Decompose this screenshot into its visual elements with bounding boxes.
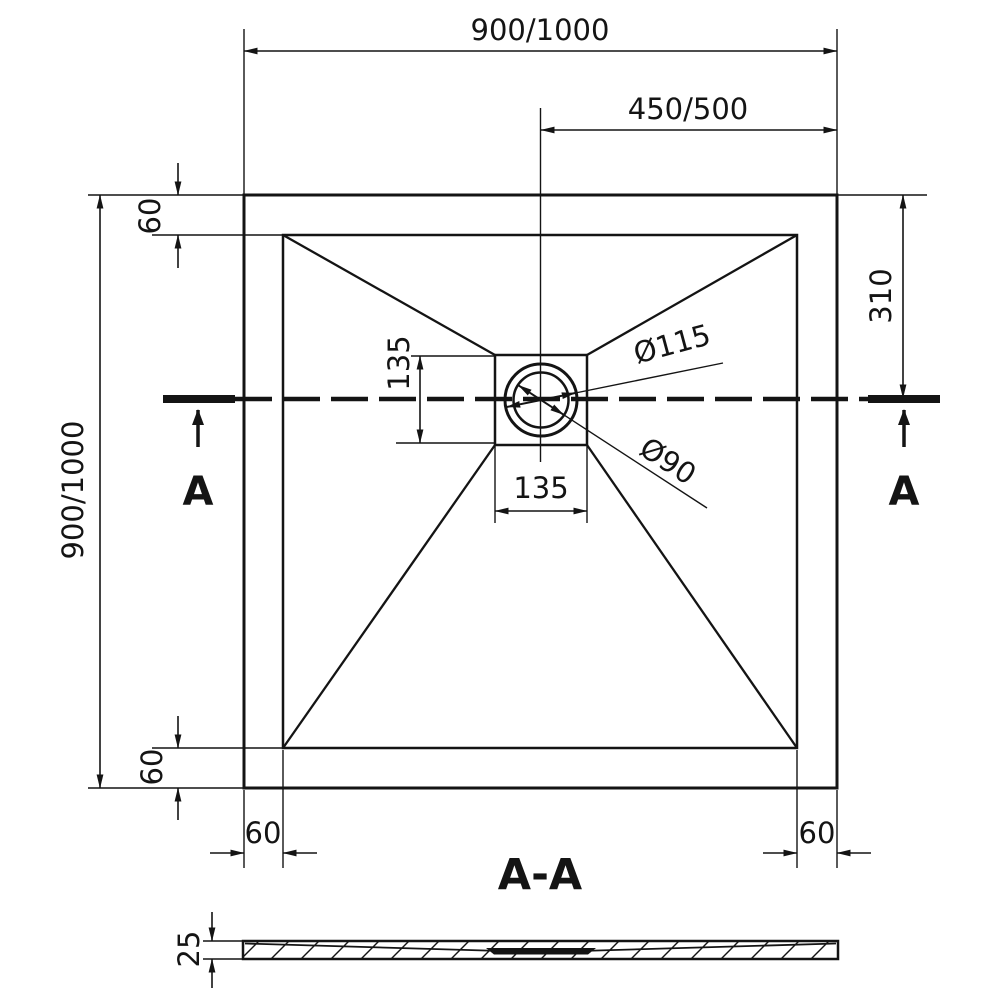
dim-thickness: 25 — [172, 912, 243, 988]
dim-top-width: 900/1000 — [243, 13, 838, 195]
dim-rim-top: 60 — [133, 163, 283, 268]
section-slope-left — [244, 942, 503, 952]
dim-top-half-width: 450/500 — [539, 92, 838, 462]
section-marker-label-left: A — [183, 469, 214, 515]
dim-drain-box-width-label: 135 — [513, 471, 568, 505]
dim-drain-box-width: 135 — [494, 445, 588, 523]
dim-rim-bottom-label: 60 — [135, 749, 169, 786]
dim-rim-bottom-left: 60 — [210, 750, 317, 868]
dim-drain-box-height-label: 135 — [382, 335, 416, 390]
dim-drain-to-top-edge: 310 — [837, 194, 927, 399]
label-drain-outer-diameter: Ø115 — [630, 317, 714, 370]
dim-rim-bottom-right-label: 60 — [799, 816, 836, 850]
dim-rim-bottom-left-label: 60 — [245, 816, 282, 850]
section-marker-label-right: A — [889, 469, 920, 515]
dim-thickness-label: 25 — [172, 931, 206, 968]
dim-left-height-label: 900/1000 — [56, 421, 90, 560]
section-view: A-A 25 — [172, 850, 840, 988]
dim-drain-to-top-edge-label: 310 — [864, 268, 898, 323]
dim-top-width-label: 900/1000 — [471, 13, 610, 47]
top-view: A A 900/1000 450/500 900/1000 — [56, 13, 940, 868]
dim-rim-top-label: 60 — [133, 198, 167, 235]
floor-slope-diagonals — [282, 233, 798, 749]
section-drain-recess — [486, 948, 596, 955]
dim-rim-bottom-right: 60 — [763, 750, 871, 868]
dim-left-height: 900/1000 — [56, 194, 244, 789]
section-title: A-A — [498, 850, 583, 900]
dim-top-half-width-label: 450/500 — [628, 92, 748, 126]
dim-drain-outer-diameter: Ø115 — [506, 317, 724, 408]
dim-drain-box-height: 135 — [382, 335, 495, 444]
dim-rim-bottom: 60 — [135, 716, 283, 820]
section-slope-right — [579, 942, 837, 952]
